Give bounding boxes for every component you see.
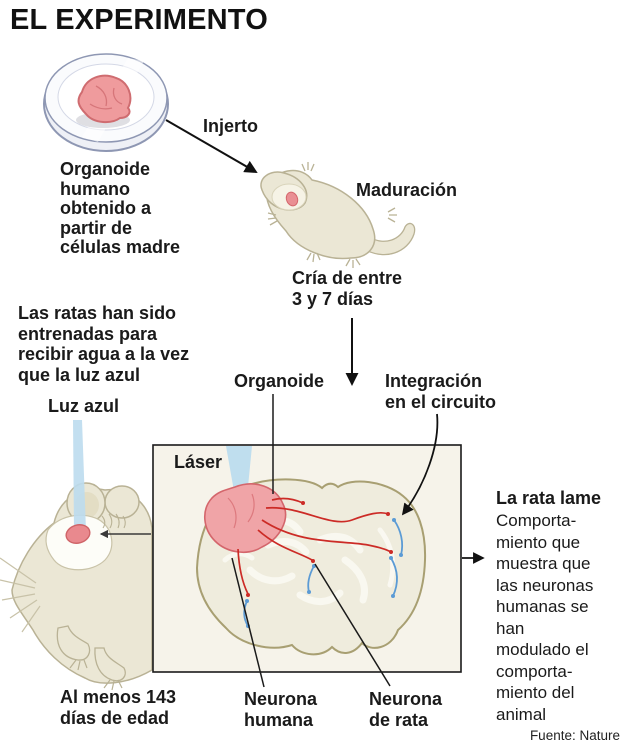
human-neuron-lines bbox=[237, 497, 392, 595]
maduracion-label: Maduración bbox=[356, 180, 458, 200]
adult-rat-organoid-spot bbox=[65, 524, 91, 544]
laser-label: Láser bbox=[174, 452, 223, 472]
label-line: humanas se bbox=[496, 597, 589, 616]
adult-rat-ear-back bbox=[104, 485, 140, 519]
label-line: Comporta- bbox=[496, 511, 577, 530]
label-line: Integración bbox=[385, 371, 483, 391]
integration-pointer-arrow bbox=[401, 413, 439, 516]
adult-rat-hind-leg bbox=[94, 647, 126, 682]
label-line: animal bbox=[496, 704, 547, 724]
adult-rat-illustration bbox=[0, 420, 153, 691]
label-line: muestra que bbox=[496, 554, 591, 573]
dish-caption-label: Organoide humano obtenido a partir de cé… bbox=[60, 159, 181, 258]
label-line: recibir agua a la vez bbox=[18, 344, 190, 364]
human-neuron-terminals bbox=[246, 501, 393, 597]
label-line: 3 y 7 días bbox=[292, 288, 374, 309]
injerto-arrow bbox=[165, 119, 258, 173]
injerto-label: Injerto bbox=[203, 116, 259, 136]
luz-azul-label: Luz azul bbox=[48, 396, 119, 416]
label-line: partir de bbox=[60, 217, 133, 238]
label-line: han bbox=[496, 618, 525, 638]
rat-neuron-pointer-line bbox=[314, 563, 391, 687]
integracion-label: Integración en el circuito bbox=[385, 371, 496, 412]
organoid-blob-creases bbox=[227, 493, 255, 529]
baby-rat-illustration bbox=[260, 162, 416, 268]
label-line: Al menos 143 bbox=[60, 687, 177, 707]
neurona-humana-label: Neurona humana bbox=[244, 689, 317, 730]
adult-rat-front-leg bbox=[56, 625, 91, 661]
label-line: las neuronas bbox=[496, 575, 594, 595]
label-line: humano bbox=[60, 178, 130, 199]
label-line: de rata bbox=[369, 709, 429, 730]
label-line: miento del bbox=[496, 683, 575, 702]
experiment-box bbox=[152, 444, 462, 673]
label-line: Neurona bbox=[244, 689, 318, 709]
label-line: humana bbox=[244, 709, 314, 730]
rat-neuron-lines bbox=[243, 519, 404, 627]
entrenadas-label: Las ratas han sido entrenadas para recib… bbox=[18, 303, 189, 385]
human-neuron-pointer-line bbox=[231, 557, 265, 688]
organoide-label: Organoide bbox=[234, 371, 325, 391]
baby-rat-paws bbox=[267, 162, 397, 268]
neurona-rata-label: Neurona de rata bbox=[369, 689, 442, 730]
label-line: modulado el bbox=[496, 640, 589, 659]
label-line: Cría de entre bbox=[292, 268, 403, 288]
adult-rat-suture-texture bbox=[101, 513, 126, 529]
label-line: días de edad bbox=[60, 707, 170, 728]
adult-rat-toes bbox=[69, 659, 123, 691]
baby-rat-organoid-spot bbox=[285, 191, 299, 207]
dish-organoid-blob bbox=[77, 74, 132, 124]
result-title: La rata lame bbox=[496, 488, 602, 508]
adult-rat-whiskers bbox=[0, 557, 41, 633]
petri-dish-illustration bbox=[43, 53, 169, 152]
organoid-creases bbox=[89, 85, 123, 110]
baby-rat-tail bbox=[361, 222, 416, 256]
blue-light-beam bbox=[73, 420, 86, 531]
label-line: entrenadas para bbox=[18, 323, 158, 344]
cria-label: Cría de entre 3 y 7 días bbox=[292, 268, 402, 309]
label-line: células madre bbox=[60, 237, 181, 257]
label-line: obtenido a bbox=[60, 198, 151, 218]
page-title: EL EXPERIMENTO bbox=[10, 4, 268, 36]
label-line: en el circuito bbox=[385, 391, 497, 412]
result-text-block: La rata lame Comporta- miento que muestr… bbox=[496, 487, 621, 725]
label-line: Neurona bbox=[369, 689, 443, 709]
edad-label: Al menos 143 días de edad bbox=[60, 687, 176, 728]
label-line: que la luz azul bbox=[18, 364, 141, 385]
label-line: Organoide bbox=[60, 159, 151, 179]
label-line: Las ratas han sido bbox=[18, 303, 177, 323]
label-line: comporta- bbox=[496, 661, 573, 681]
source-credit: Fuente: Nature bbox=[529, 728, 620, 743]
label-line: miento que bbox=[496, 532, 581, 552]
